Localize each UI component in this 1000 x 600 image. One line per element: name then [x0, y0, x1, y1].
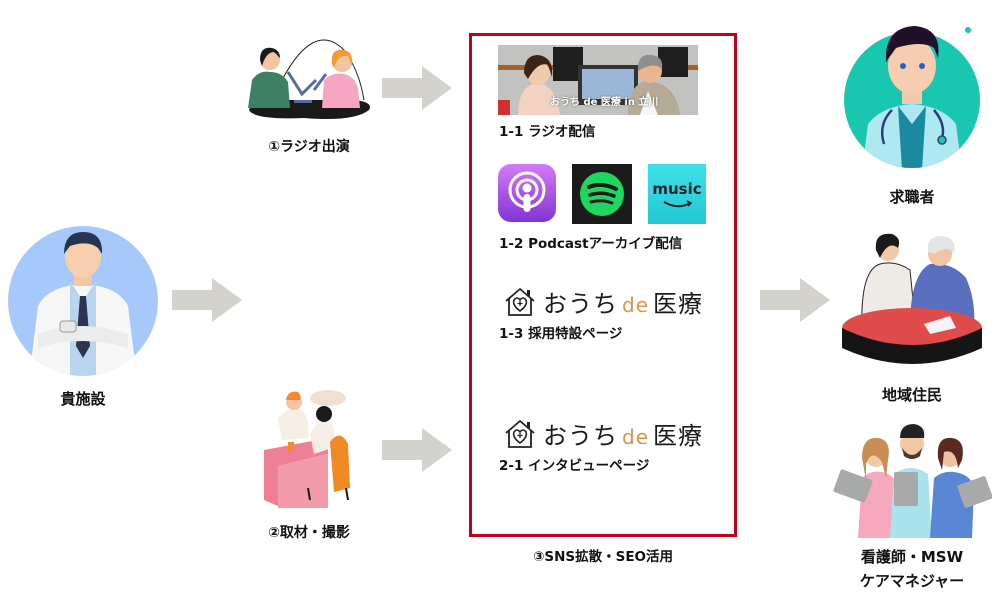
audience-job-seekers-label: 求職者 — [889, 188, 935, 206]
arrow-right-icon — [382, 66, 452, 110]
brand-de: de — [622, 425, 649, 449]
brand-suffix: 医療 — [653, 290, 703, 318]
step-radio-label: ①ラジオ出演 — [268, 139, 350, 155]
step-interview — [258, 388, 358, 508]
step-radio — [244, 30, 374, 120]
channels-frame — [469, 33, 737, 537]
photo-overlay-text: おうち de 医療 in 立川 — [550, 97, 659, 108]
channel-label-2-1: 2-1 インタビューページ — [499, 458, 650, 474]
arrow-right-icon — [382, 428, 452, 472]
spotify-icon[interactable] — [572, 164, 632, 224]
channel-label-1-3: 1-3 採用特設ページ — [499, 326, 623, 342]
audience-medical-staff — [832, 418, 993, 538]
channels-caption: ③SNS拡散・SEO活用 — [532, 549, 674, 565]
house-heart-icon — [505, 287, 535, 316]
audience-medical-staff-label-line1: 看護師・MSW — [860, 548, 964, 566]
brand-prefix: おうち — [543, 422, 618, 450]
source-facility — [8, 226, 158, 376]
arrow-right-icon — [172, 278, 242, 322]
residents-illustration — [842, 233, 982, 364]
arrow-right-icon — [760, 278, 830, 322]
brand-logo[interactable]: おうち de 医療 — [503, 284, 703, 319]
brand-suffix: 医療 — [653, 422, 703, 450]
brand-de: de — [622, 293, 649, 317]
interview-illustration — [264, 390, 350, 508]
amazon-music-text: music — [652, 180, 702, 198]
audience-residents-label: 地域住民 — [881, 386, 942, 404]
radio-studio-photo: おうち de 医療 in 立川 — [498, 45, 698, 115]
channel-label-1-1: 1-1 ラジオ配信 — [499, 124, 596, 140]
doctor-stethoscope-illustration — [844, 26, 980, 168]
step-interview-label: ②取材・撮影 — [268, 525, 350, 541]
brand-prefix: おうち — [543, 290, 618, 318]
doctor-arms-crossed-illustration — [8, 226, 158, 376]
amazon-music-icon[interactable]: music — [648, 164, 706, 224]
audience-job-seekers — [842, 14, 992, 170]
apple-podcasts-icon[interactable] — [498, 164, 556, 222]
radio-podcast-illustration — [248, 39, 370, 119]
brand-logo[interactable]: おうち de 医療 — [503, 416, 703, 451]
house-heart-icon — [505, 419, 535, 448]
audience-residents — [840, 230, 985, 370]
channel-label-1-2: 1-2 Podcastアーカイブ配信 — [499, 236, 683, 252]
audience-medical-staff-label-line2: ケアマネジャー — [859, 572, 965, 590]
source-label: 貴施設 — [60, 390, 106, 408]
medical-staff-illustration — [833, 424, 993, 538]
